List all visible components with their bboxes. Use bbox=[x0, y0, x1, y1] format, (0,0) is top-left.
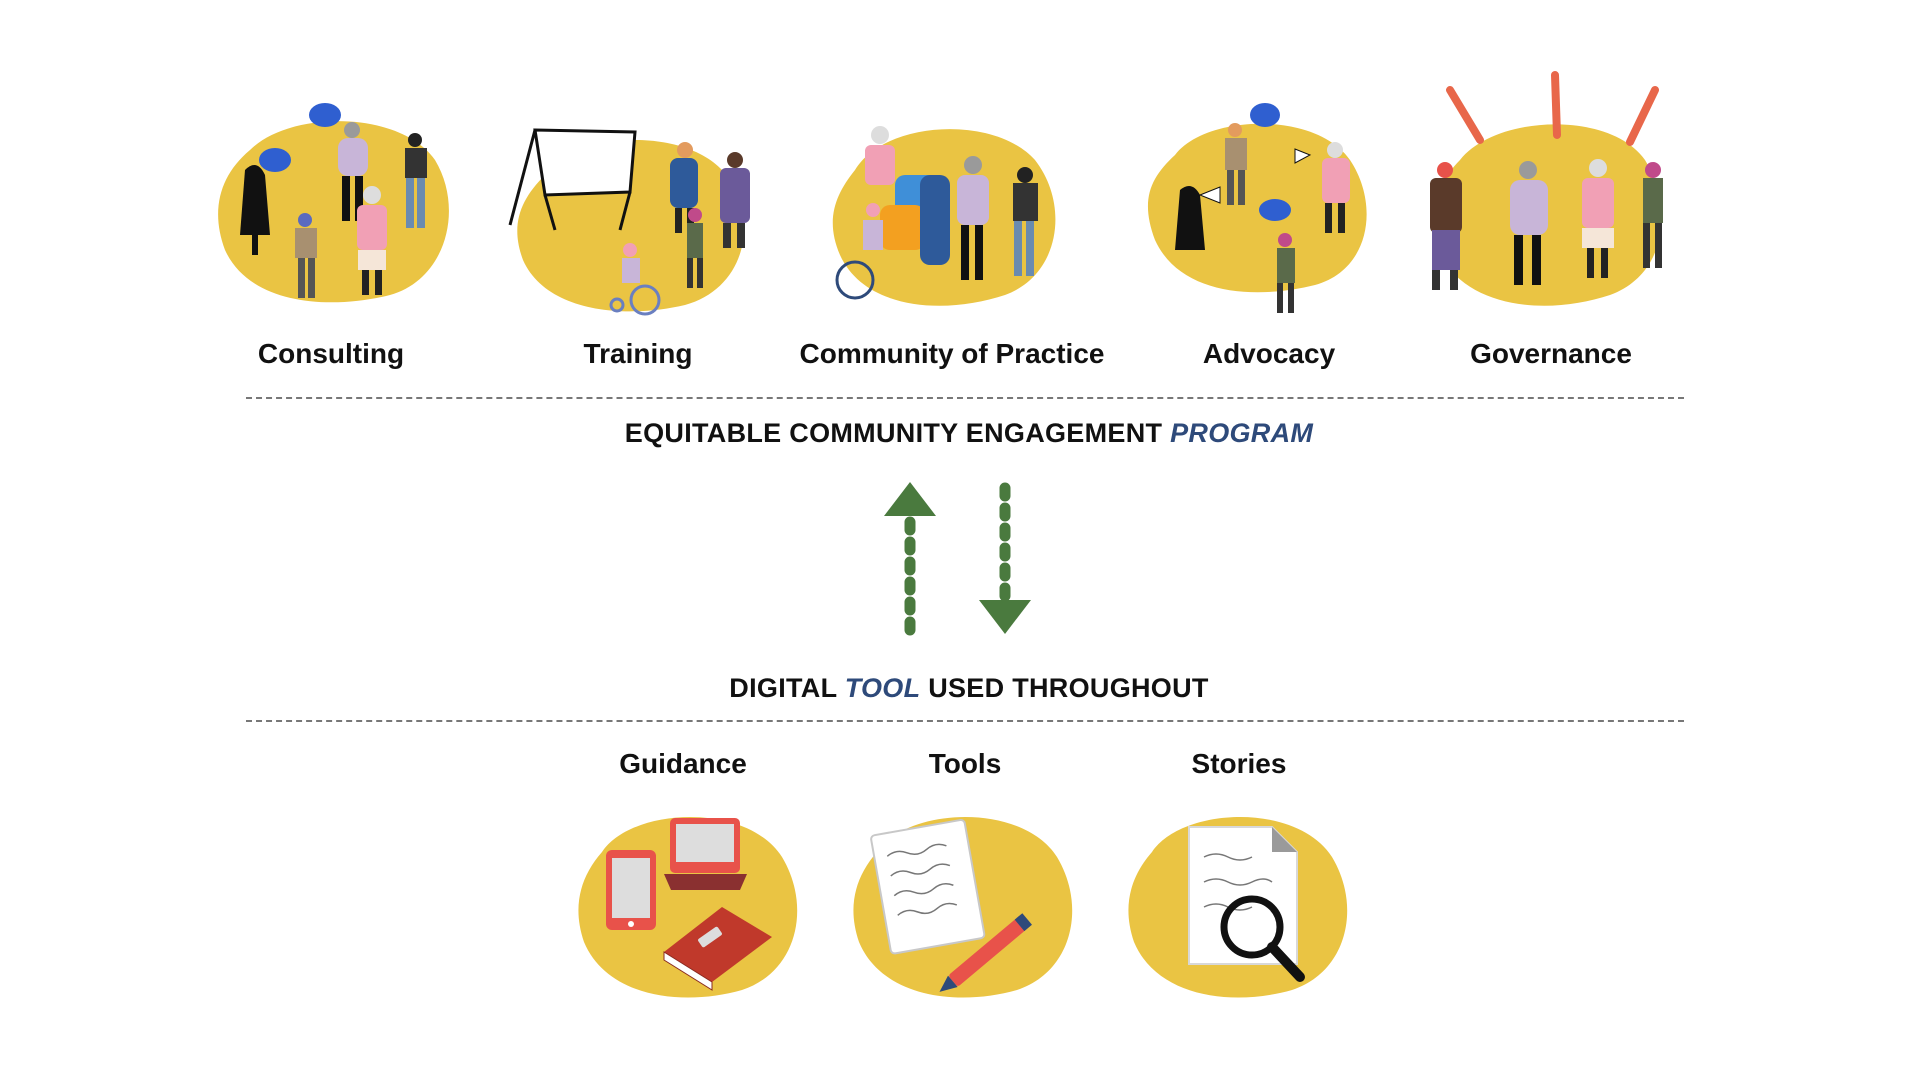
training-illustration bbox=[508, 128, 750, 316]
devices-book-icon bbox=[578, 817, 798, 998]
item-label-consulting: Consulting bbox=[257, 338, 405, 369]
item-label-advocacy: Advocacy bbox=[1202, 338, 1336, 369]
program-heading-text: EQUITABLE COMMUNITY ENGAGEMENT bbox=[624, 418, 1171, 448]
document-magnifier-icon bbox=[1128, 817, 1348, 998]
tool-heading-post: USED THROUGHOUT bbox=[920, 673, 1209, 703]
paper-pencil-icon bbox=[853, 817, 1073, 998]
tool-heading: DIGITAL TOOL USED THROUGHOUT bbox=[729, 673, 1208, 704]
program-heading: EQUITABLE COMMUNITY ENGAGEMENT PROGRAM bbox=[625, 418, 1313, 449]
item-label-training: Training bbox=[583, 338, 693, 369]
down-arrow-icon bbox=[979, 482, 1031, 634]
up-arrow-icon bbox=[884, 482, 936, 636]
consulting-illustration bbox=[218, 103, 449, 303]
tool-heading-pre: DIGITAL bbox=[729, 673, 845, 703]
program-heading-emphasis: PROGRAM bbox=[1170, 418, 1314, 448]
item-label-governance: Governance bbox=[1470, 338, 1632, 369]
item-label-stories: Stories bbox=[1191, 748, 1287, 779]
item-label-tools: Tools bbox=[928, 748, 1002, 779]
advocacy-illustration bbox=[1147, 103, 1367, 313]
divider-top bbox=[246, 397, 1684, 399]
tool-heading-emphasis: TOOL bbox=[844, 673, 921, 703]
community-illustration bbox=[832, 126, 1056, 306]
item-label-guidance: Guidance bbox=[619, 748, 747, 779]
governance-illustration bbox=[1430, 71, 1663, 306]
divider-bottom bbox=[246, 720, 1684, 722]
item-label-community-of-practice: Community of Practice bbox=[799, 338, 1105, 369]
